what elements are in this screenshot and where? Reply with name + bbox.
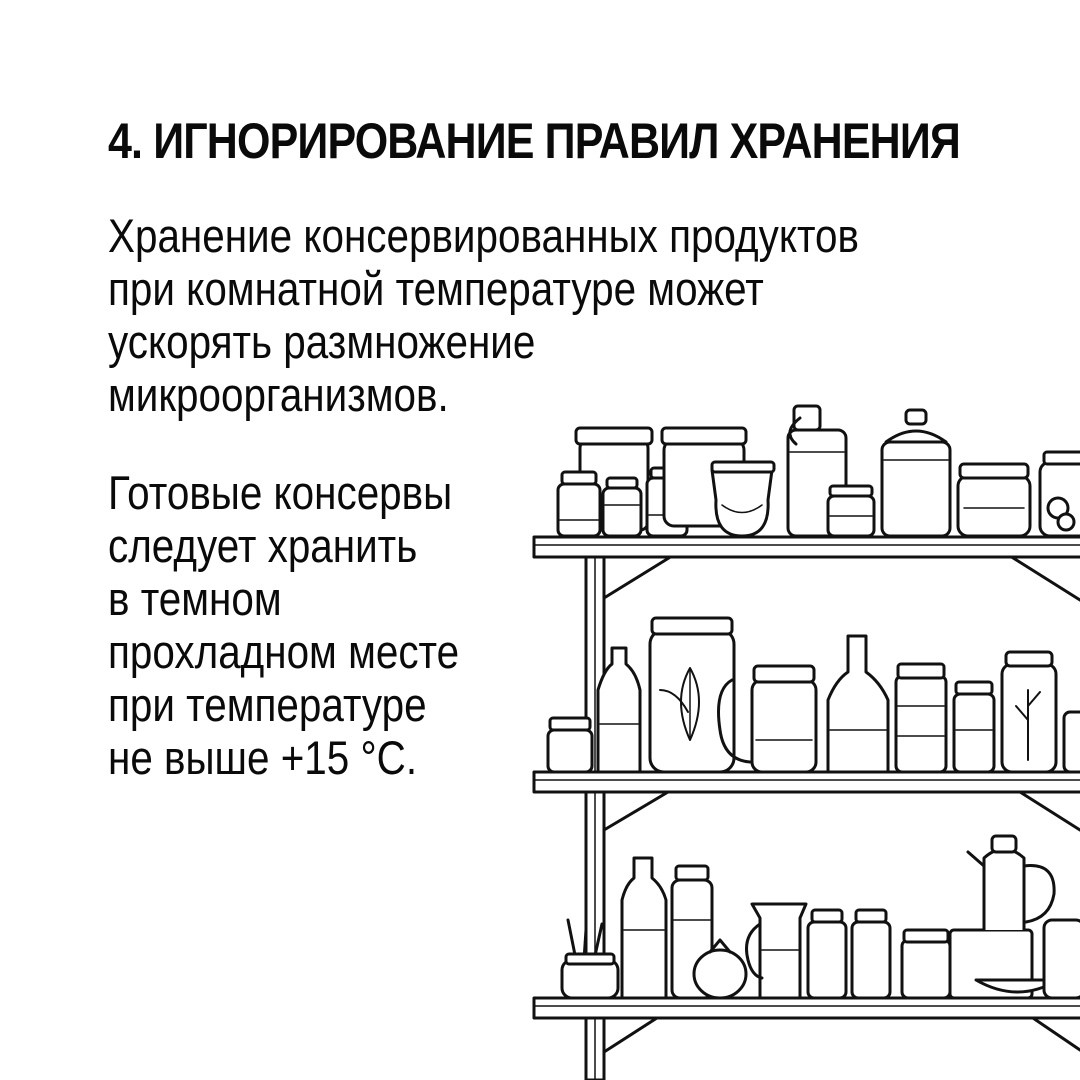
text-line: Хранение консервированных продуктов	[108, 209, 859, 262]
top-shelf-jars	[556, 404, 1080, 538]
text-line: при температуре	[108, 678, 427, 731]
paragraph-storage-advice: Готовые консервы следует хранить в темно…	[108, 466, 459, 784]
text-line: микроорганизмов.	[108, 368, 449, 421]
middle-shelf-jars	[546, 616, 1080, 774]
bottom-shelf-jars	[560, 834, 1080, 1000]
shelf-frame	[532, 535, 1080, 1080]
paragraph-storage-risk: Хранение консервированных продуктов при …	[108, 209, 859, 421]
text-line: в темном	[108, 572, 282, 625]
text-line: ускорять размножение	[108, 315, 536, 368]
text-line: прохладном месте	[108, 625, 460, 678]
slide-title: 4. ИГНОРИРОВАНИЕ ПРАВИЛ ХРАНЕНИЯ	[108, 113, 961, 169]
text-line: при комнатной температуре может	[108, 262, 764, 315]
pantry-shelves-with-jars-icon	[532, 404, 1080, 1080]
text-line: Готовые консервы	[108, 466, 453, 519]
text-line: следует хранить	[108, 519, 418, 572]
text-line: не выше +15 °C.	[108, 731, 418, 784]
